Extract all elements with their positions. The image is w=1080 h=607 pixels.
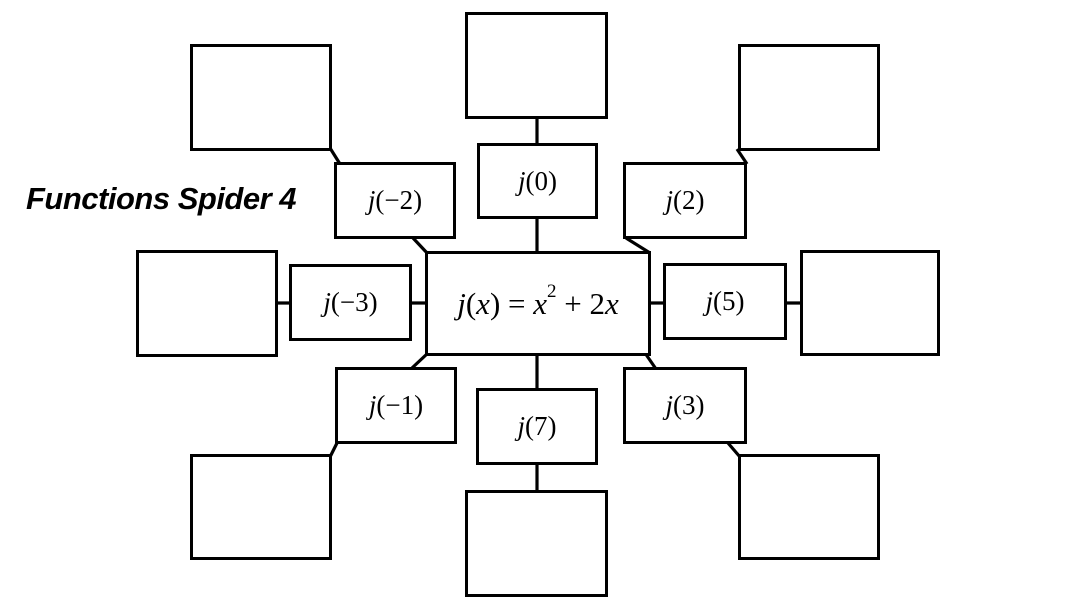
answer-box-top-left: [190, 44, 332, 151]
node-argument: (3): [673, 390, 705, 420]
answer-box-right: [800, 250, 940, 356]
page-title: Functions Spider 4: [26, 181, 297, 216]
label-box-j-5: j(5): [663, 263, 787, 340]
answer-box-left: [136, 250, 278, 357]
node-argument: (−3): [330, 287, 378, 317]
node-function: j: [323, 287, 331, 317]
label-box-j-0: j(0): [477, 143, 598, 219]
formula-equals: ) =: [489, 285, 534, 321]
answer-box-top-right: [738, 44, 880, 151]
node-function: j: [518, 165, 526, 196]
answer-box-top-center: [465, 12, 608, 119]
node-function: j: [368, 390, 377, 420]
label-box-j-neg1: j(−1): [335, 367, 457, 444]
label-box-j-neg3: j(−3): [289, 264, 412, 341]
formula-var: x: [476, 285, 490, 321]
connector-line: [735, 148, 749, 165]
node-function: j: [367, 185, 376, 215]
label-box-j-neg2: j(−2): [334, 162, 456, 239]
node-argument: (2): [673, 185, 705, 215]
node-function: j: [705, 286, 714, 316]
answer-box-bottom-right: [738, 454, 880, 560]
node-argument: (−1): [376, 390, 424, 420]
formula-exponent: 2: [547, 280, 557, 302]
connector-line: [625, 236, 651, 255]
label-box-j-2: j(2): [623, 162, 747, 239]
answer-box-bottom-left: [190, 454, 332, 560]
node-function: j: [665, 185, 674, 215]
label-box-j-3: j(3): [623, 367, 747, 444]
node-argument: (5): [713, 286, 745, 316]
node-argument: (7): [525, 411, 557, 441]
answer-box-bottom-center: [465, 490, 608, 597]
node-function: j: [517, 411, 526, 441]
formula-var2: x: [605, 285, 619, 321]
node-argument: (−2): [375, 185, 423, 215]
label-box-j-7: j(7): [476, 388, 598, 465]
formula-paren-open: (: [465, 285, 477, 321]
node-argument: (0): [525, 165, 557, 196]
formula-f: j: [457, 285, 466, 321]
node-function: j: [665, 390, 674, 420]
formula-plus-term: + 2: [556, 285, 605, 321]
formula-base: x: [533, 285, 548, 321]
